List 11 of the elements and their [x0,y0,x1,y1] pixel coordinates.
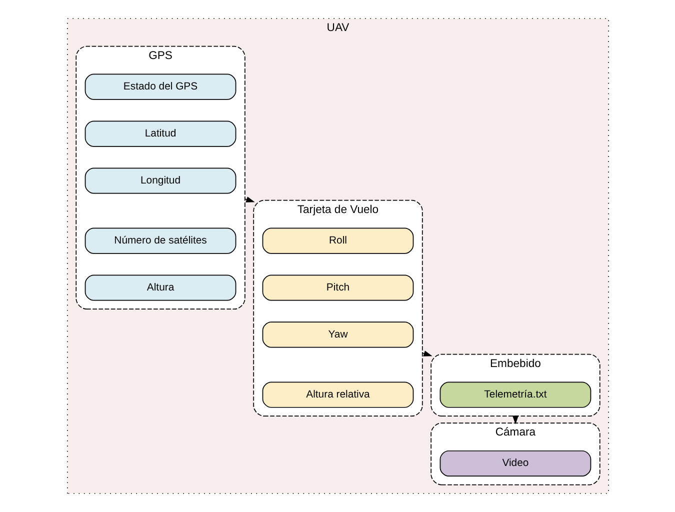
node-box: Pitch [262,274,414,301]
node-box: Video [439,450,591,477]
node-box: Estado del GPS [84,74,236,100]
node-box: Latitud [84,120,236,147]
node-box: Longitud [84,168,236,194]
node-box: Telemetría.txt [439,382,591,408]
node-box: Altura relativa [262,382,414,408]
node-box: Roll [262,228,414,254]
node-box: Yaw [262,322,414,348]
node-box: Altura [84,274,236,301]
node-box: Número de satélites [84,228,236,254]
